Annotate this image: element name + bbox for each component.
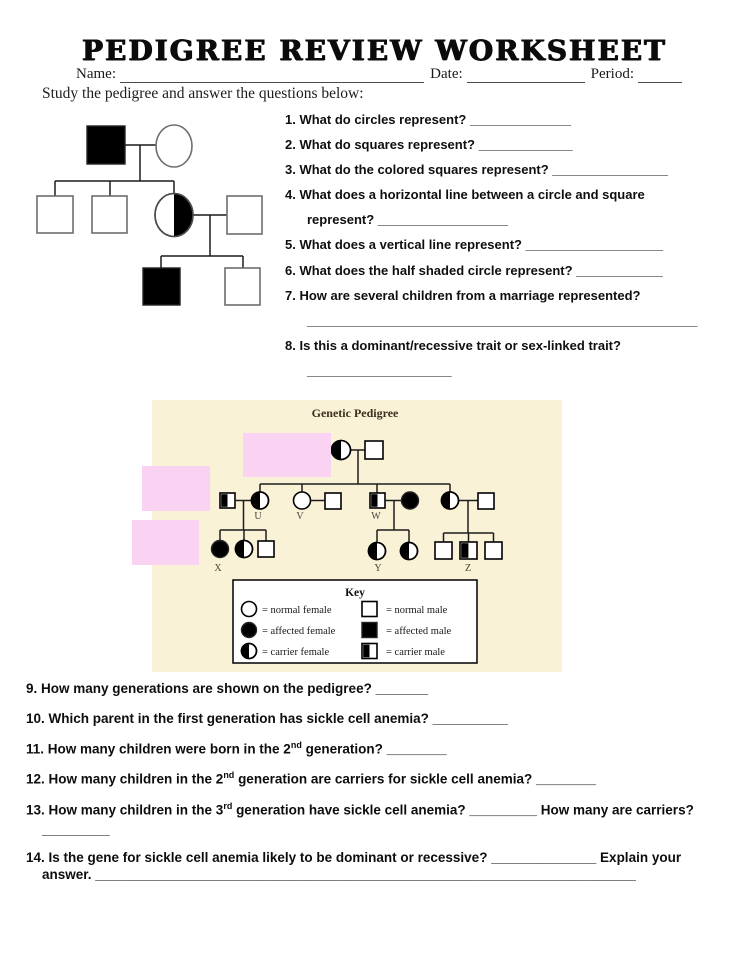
gen3-normal-male-square [224, 267, 261, 306]
key-normal-male-icon [361, 600, 378, 618]
question-11-text: 11. How many children were born in the 2 [26, 741, 291, 757]
x-normal-male-square [257, 540, 275, 558]
key-carrier-female-outline [240, 642, 258, 660]
question-3: 3. What do the colored squares represent… [285, 162, 668, 178]
question-13-sup: rd [223, 801, 233, 811]
pink-redaction-box-2 [142, 466, 210, 511]
question-7-answer-blank: ________________________________________… [307, 312, 698, 328]
name-blank [119, 68, 425, 83]
question-6: 6. What does the half shaded circle repr… [285, 262, 663, 278]
key-affected-female-label: = affected female [262, 626, 336, 637]
question-12: 12. How many children in the 2nd generat… [26, 770, 596, 787]
key-carrier-male-fill [363, 644, 370, 658]
key-carrier-male-label: = carrier male [386, 647, 445, 658]
z-normal-male-square-2 [484, 541, 503, 560]
key-normal-female-icon [240, 600, 258, 618]
gen1-affected-male-square [86, 125, 126, 165]
gen2-half-shaded-circle-fill [174, 193, 193, 237]
y-carrier-female-outline-2 [399, 541, 419, 561]
date-label: Date: [430, 66, 463, 82]
question-1: 1. What do circles represent? __________… [285, 112, 572, 127]
v-normal-female-circle [292, 491, 312, 510]
pink-redaction-box-3 [132, 520, 199, 565]
name-label: Name: [76, 66, 116, 82]
genetic-pedigree-figure: Genetic Pedigree U V W [152, 400, 562, 672]
w-affected-female-circle [400, 491, 420, 510]
question-14-line2: answer. ________________________________… [42, 867, 636, 882]
question-9: 9. How many generations are shown on the… [26, 681, 429, 696]
key-normal-male-label: = normal male [386, 605, 448, 616]
question-13-text2: generation have sickle cell anemia? ____… [232, 802, 694, 818]
w-carrier-male-fill [371, 494, 378, 507]
period-blank [638, 68, 682, 83]
question-4-line2: represent? __________________ [307, 212, 508, 228]
question-11-sup: nd [290, 740, 302, 750]
period-label: Period: [590, 66, 634, 82]
question-11: 11. How many children were born in the 2… [26, 740, 447, 757]
question-13: 13. How many children in the 3rd generat… [26, 801, 694, 818]
y-carrier-female-fill-1 [368, 542, 377, 560]
question-8-answer-blank: ____________________ [307, 362, 452, 378]
y-carrier-female-fill-2 [400, 542, 409, 560]
g1-carrier-female-outline [330, 439, 352, 461]
pedigree-diagram-top [36, 124, 263, 306]
key-affected-male-icon [361, 621, 378, 639]
question-12-sup: nd [223, 770, 235, 780]
u-carrier-female-outline [250, 491, 270, 510]
label-w: W [371, 511, 381, 522]
x-carrier-female-fill [235, 540, 244, 558]
u-carrier-female-fill [251, 492, 260, 509]
g1-carrier-female-fill [331, 440, 341, 460]
label-v: V [296, 511, 304, 522]
right-carrier-female-fill [441, 492, 450, 509]
key-title: Key [345, 587, 365, 599]
x-carrier-female-outline [234, 539, 254, 559]
z-carrier-male-fill [461, 543, 469, 558]
questions-1-8: 1. What do circles represent? __________… [285, 107, 740, 383]
question-14-line1: 14. Is the gene for sickle cell anemia l… [26, 850, 682, 865]
label-u: U [254, 511, 262, 522]
gen2-normal-male-square-1 [36, 195, 74, 234]
label-x: X [214, 563, 222, 574]
gen2-half-shaded-circle-outline [154, 192, 194, 238]
gen2-normal-male-square-2 [91, 195, 128, 234]
question-13-answer-blank: _________ [42, 822, 110, 837]
question-2: 2. What do squares represent? __________… [285, 137, 573, 153]
label-z: Z [465, 563, 471, 574]
g1-normal-male-square [364, 440, 384, 460]
g2-carrier-male-square-left-fill [221, 494, 228, 507]
figure-title: Genetic Pedigree [312, 406, 399, 420]
question-7-line1: 7. How are several children from a marri… [285, 287, 641, 303]
gen3-affected-male-square [142, 267, 181, 306]
question-5: 5. What does a vertical line represent? … [285, 237, 663, 253]
question-11-text2: generation? ________ [301, 741, 447, 757]
right-normal-male-square [477, 492, 495, 510]
key-normal-female-label: = normal female [262, 605, 332, 616]
genetic-pedigree-svg: Genetic Pedigree U V W [210, 406, 503, 664]
v-normal-male-square [324, 492, 342, 510]
key-carrier-female-label: = carrier female [262, 647, 329, 658]
question-8-line1: 8. Is this a dominant/recessive trait or… [285, 337, 621, 353]
label-y: Y [374, 563, 381, 574]
key-affected-female-icon [240, 621, 258, 639]
gen1-normal-female-circle [155, 124, 193, 168]
page-title: PEDIGREE REVIEW WORKSHEET [82, 34, 667, 67]
gen2-spouse-male-square [226, 195, 263, 235]
x-affected-female-circle [210, 539, 230, 559]
z-normal-male-square-1 [434, 541, 453, 560]
question-13-text: 13. How many children in the 3 [26, 802, 224, 818]
key-box [232, 579, 478, 664]
y-carrier-female-outline-1 [367, 541, 387, 561]
instruction-text: Study the pedigree and answer the questi… [42, 85, 364, 102]
name-date-period-row: Name: Date: Period: [76, 66, 682, 83]
question-12-text2: generation are carriers for sickle cell … [234, 771, 597, 787]
pink-redaction-box-1 [243, 433, 331, 477]
question-12-text: 12. How many children in the 2 [26, 771, 224, 787]
question-4-line1: 4. What does a horizontal line between a… [285, 187, 645, 203]
date-blank [466, 68, 585, 83]
key-affected-male-label: = affected male [386, 626, 452, 637]
question-10: 10. Which parent in the first generation… [26, 711, 508, 726]
